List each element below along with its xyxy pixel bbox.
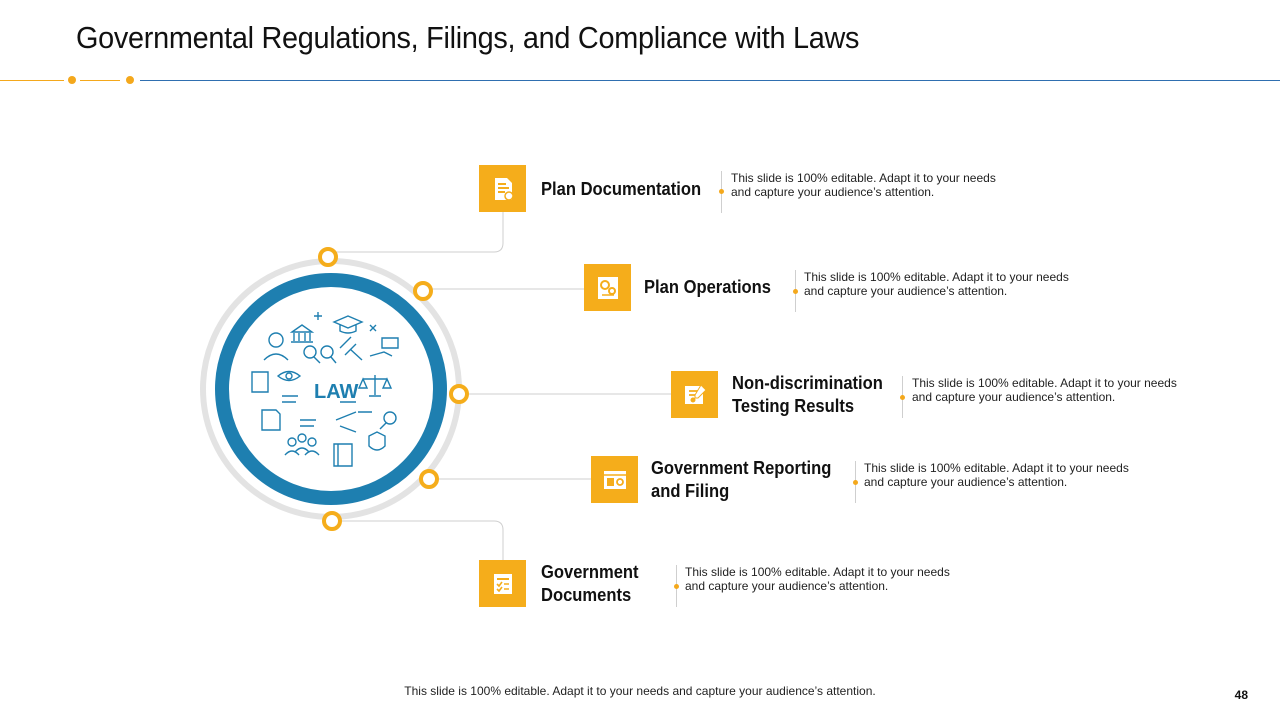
government-reporting-box bbox=[591, 456, 638, 503]
desc-dot bbox=[853, 480, 858, 485]
plan-operations-desc: This slide is 100% editable. Adapt it to… bbox=[804, 270, 1069, 298]
checklist-icon bbox=[493, 573, 512, 594]
law-icons-collage bbox=[251, 312, 399, 467]
page-number: 48 bbox=[1234, 688, 1248, 702]
connector-line bbox=[336, 520, 504, 560]
plan-documentation-desc: This slide is 100% editable. Adapt it to… bbox=[731, 171, 996, 199]
plan-documentation-box bbox=[479, 165, 526, 212]
desc-dot bbox=[674, 584, 679, 589]
title-rule-dot bbox=[126, 76, 134, 84]
government-documents-desc: This slide is 100% editable. Adapt it to… bbox=[685, 565, 950, 593]
connector-line bbox=[336, 212, 504, 253]
title-rule-orange bbox=[0, 80, 64, 81]
plan-operations-label: Plan Operations bbox=[644, 277, 772, 297]
plan-operations-box bbox=[584, 264, 631, 311]
document-icon bbox=[494, 177, 514, 201]
law-badge: LAW bbox=[314, 381, 359, 403]
gears-icon bbox=[597, 276, 618, 299]
node-ring bbox=[318, 247, 338, 267]
settings-window-icon bbox=[603, 470, 626, 489]
title-rule-orange bbox=[80, 80, 120, 81]
non-discrimination-box bbox=[671, 371, 718, 418]
footer-note: This slide is 100% editable. Adapt it to… bbox=[0, 684, 1280, 698]
government-documents-box bbox=[479, 560, 526, 607]
desc-dot bbox=[900, 395, 905, 400]
non-discrimination-desc: This slide is 100% editable. Adapt it to… bbox=[912, 376, 1177, 404]
footer-text: This slide is 100% editable. Adapt it to… bbox=[404, 684, 876, 698]
node-ring bbox=[449, 384, 469, 404]
desc-dot bbox=[719, 189, 724, 194]
slide-title: Governmental Regulations, Filings, and C… bbox=[76, 20, 860, 55]
desc-dot bbox=[793, 289, 798, 294]
node-ring bbox=[419, 469, 439, 489]
node-ring bbox=[322, 511, 342, 531]
title-rule-dot bbox=[68, 76, 76, 84]
certificate-icon bbox=[684, 383, 707, 404]
plan-documentation-label: Plan Documentation bbox=[541, 179, 702, 199]
node-ring bbox=[413, 281, 433, 301]
government-reporting-desc: This slide is 100% editable. Adapt it to… bbox=[864, 461, 1129, 489]
title-rule-blue bbox=[140, 80, 1280, 81]
